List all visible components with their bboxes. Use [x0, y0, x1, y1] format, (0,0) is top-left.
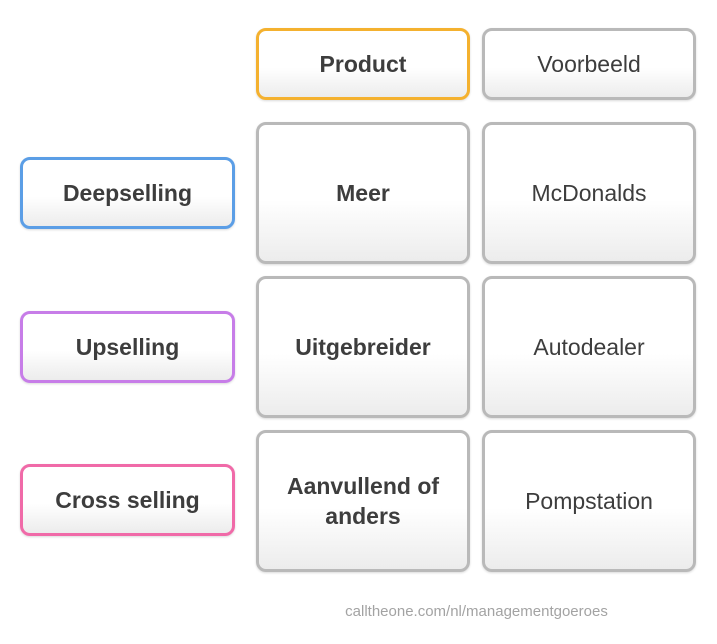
footer-credit: calltheone.com/nl/managementgoeroes: [345, 603, 608, 620]
product-deepselling: Meer: [256, 122, 470, 264]
product-cross-selling: Aanvullend of anders: [256, 430, 470, 572]
example-cross-selling: Pompstation: [482, 430, 696, 572]
product-upselling: Uitgebreider: [256, 276, 470, 418]
example-upselling: Autodealer: [482, 276, 696, 418]
category-deepselling: Deepselling: [20, 157, 235, 229]
header-product: Product: [256, 28, 470, 100]
category-upselling: Upselling: [20, 311, 235, 383]
category-cross-selling: Cross selling: [20, 464, 235, 536]
example-deepselling: McDonalds: [482, 122, 696, 264]
header-example: Voorbeeld: [482, 28, 696, 100]
